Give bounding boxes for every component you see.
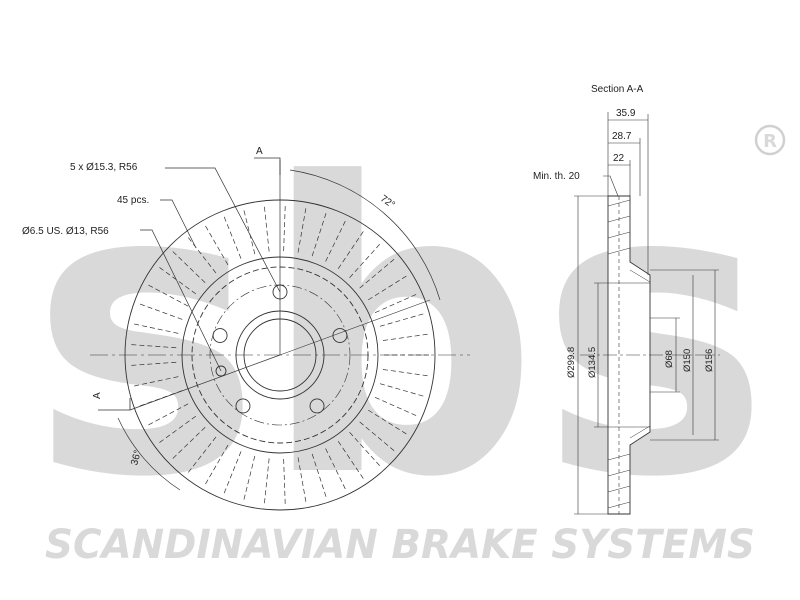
dim-label-150: Ø150 <box>682 349 693 372</box>
section-view-labels: Section A-A Min. th. 20 35.9 28.7 22 Ø29… <box>533 84 715 378</box>
callout-bolt-holes: 5 x Ø15.3, R56 <box>70 162 138 173</box>
angle-arc-36 <box>117 417 181 491</box>
brand-watermark: sbs R SCANDINAVIAN BRAKE SYSTEMS <box>30 100 786 568</box>
section-marker-left-arrow <box>98 398 131 411</box>
leader-min-thickness <box>603 175 619 197</box>
section-letter-left: A <box>92 392 103 399</box>
min-thickness-label: Min. th. 20 <box>533 171 580 182</box>
dim-label-299-8: Ø299.8 <box>566 347 577 378</box>
bolt-hole <box>212 328 228 343</box>
pin-hole <box>215 365 227 377</box>
dim-label-134-5: Ø134.5 <box>587 347 598 378</box>
callout-vanes: 45 pcs. <box>117 195 149 206</box>
section-title: Section A-A <box>591 84 644 95</box>
watermark-logo-text: sbs <box>30 100 770 565</box>
leader-pin-holes <box>140 229 222 372</box>
dim-label-28-7: 28.7 <box>612 131 632 142</box>
leader-bolt-holes <box>165 167 281 293</box>
front-view <box>90 157 470 511</box>
registered-mark-text: R <box>763 131 777 152</box>
dim-label-156: Ø156 <box>704 349 715 372</box>
dim-label-68: Ø68 <box>664 350 675 368</box>
section-marker-top-arrow <box>254 157 281 175</box>
bolt-hole <box>309 398 325 414</box>
angle-label-36: 36° <box>129 449 144 466</box>
footer-brand-name: SCANDINAVIAN BRAKE SYSTEMS <box>45 522 755 568</box>
dim-label-35-9: 35.9 <box>616 108 636 119</box>
section-hatching <box>607 199 651 509</box>
dim-label-22: 22 <box>613 153 625 164</box>
section-view <box>574 112 720 515</box>
bolt-hole <box>235 398 251 414</box>
section-line-lower <box>129 354 281 411</box>
angle-ray <box>279 299 431 356</box>
callout-pin-holes: Ø6.5 US. Ø13, R56 <box>22 226 109 237</box>
section-letter-top: A <box>256 146 263 157</box>
angle-arc-72 <box>289 169 441 301</box>
registered-mark-icon <box>754 124 786 156</box>
leader-vanes <box>160 199 197 249</box>
